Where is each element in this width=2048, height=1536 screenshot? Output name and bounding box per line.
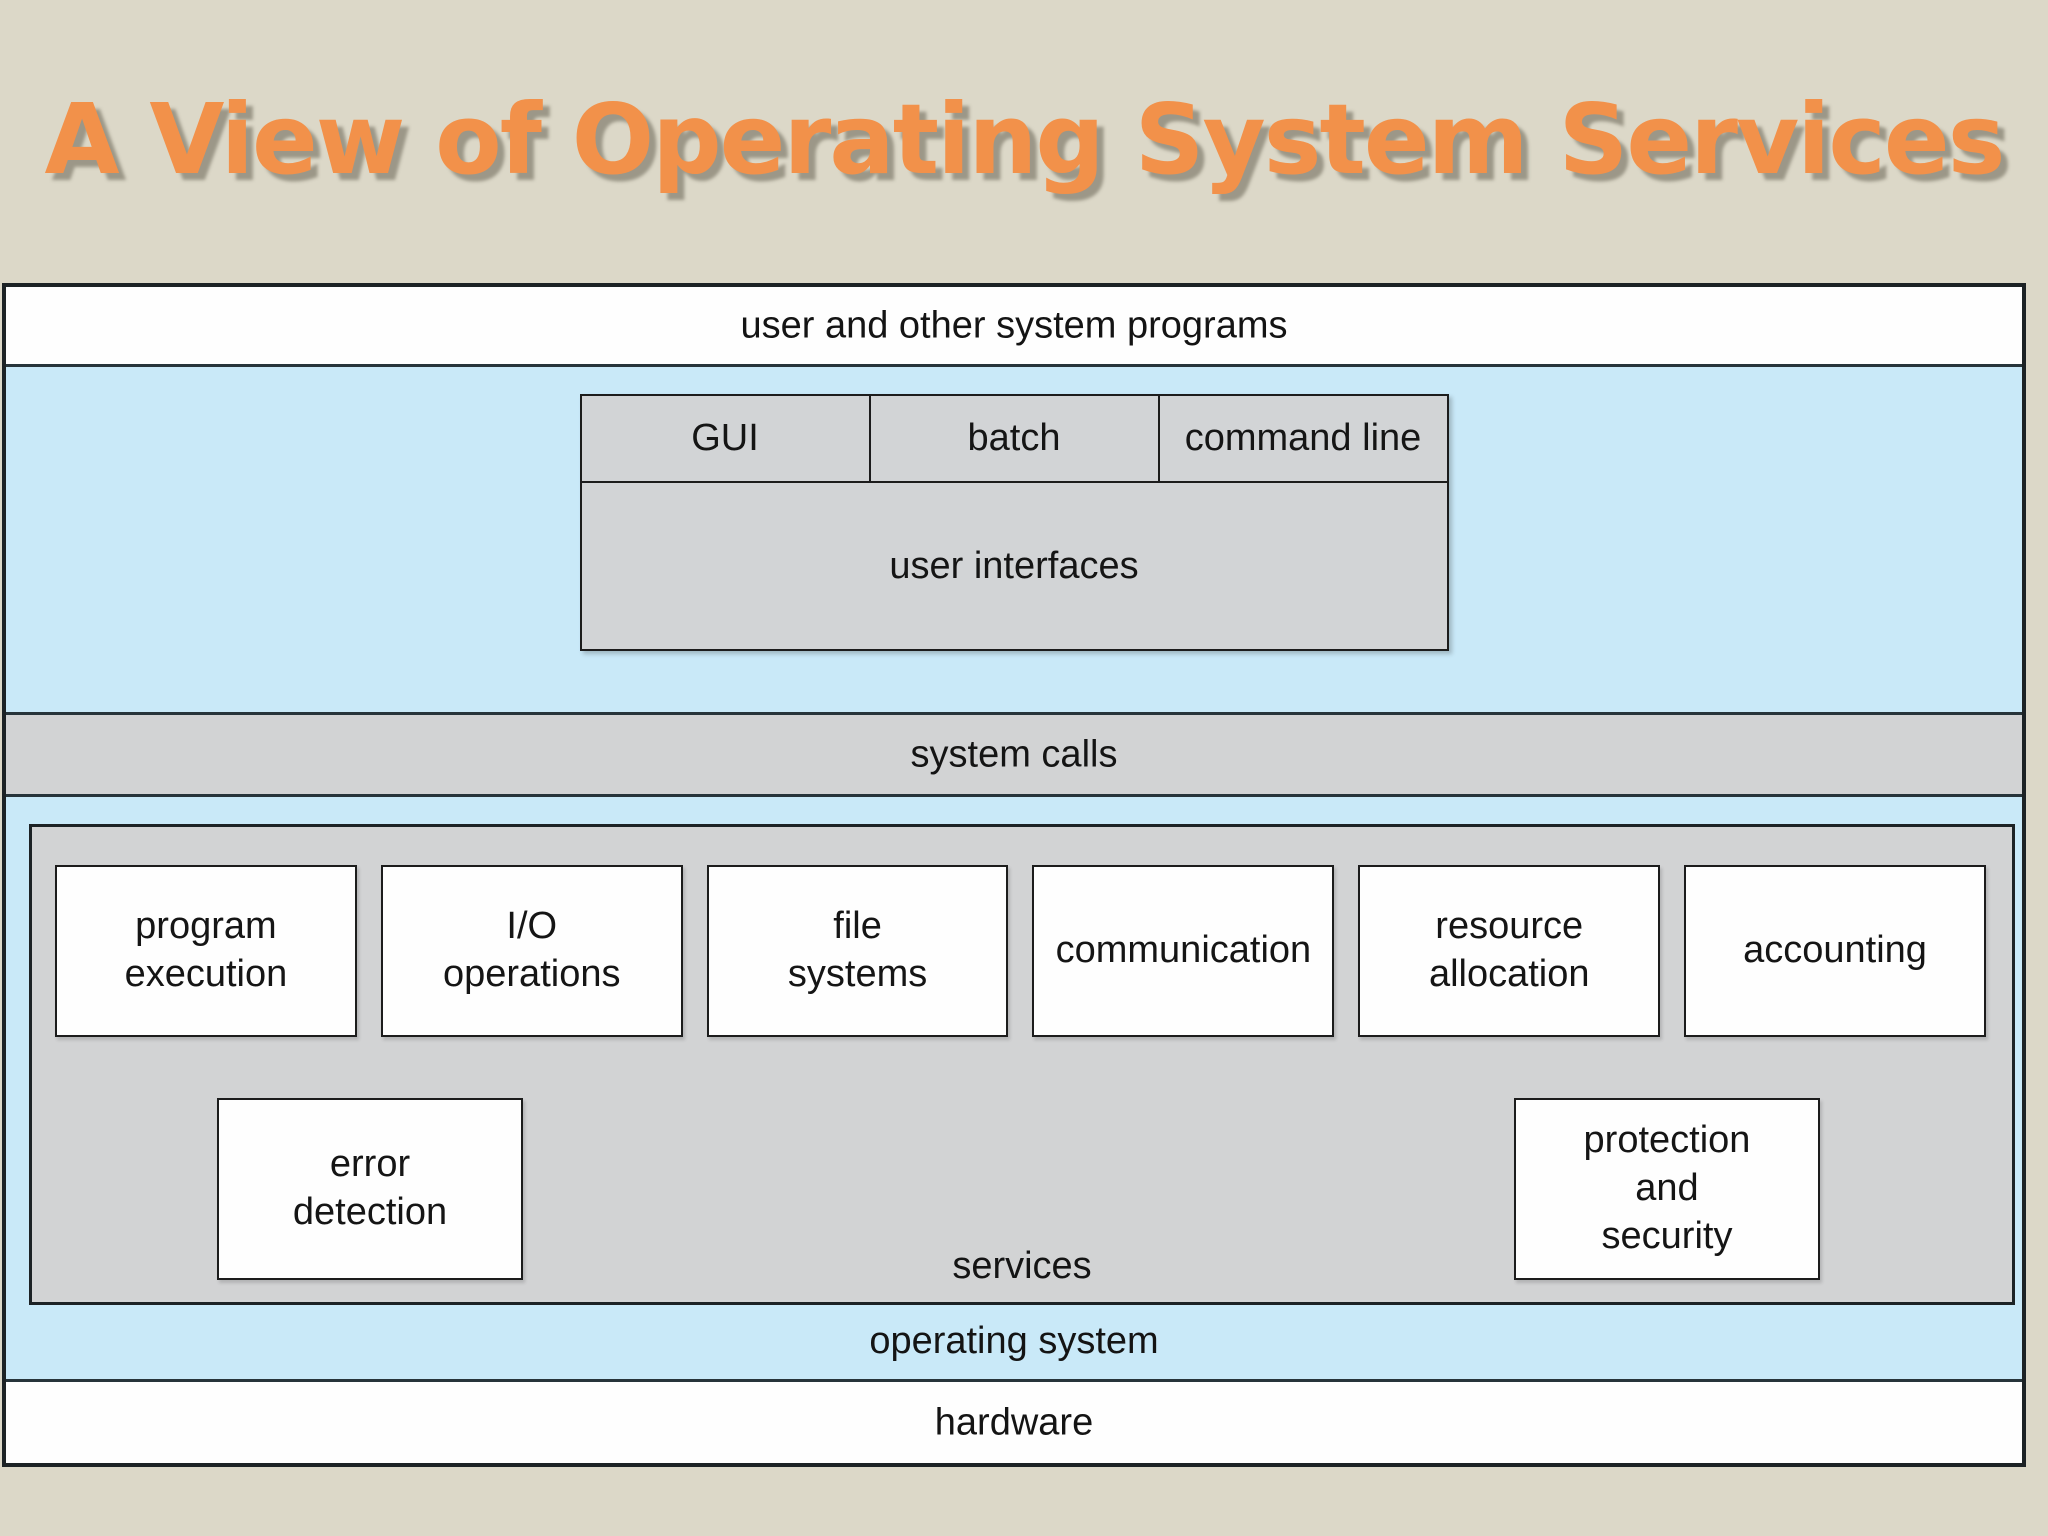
ui-cell-gui: GUI — [582, 396, 871, 481]
service-box-io-operations: I/O operations — [380, 865, 683, 1037]
layer-user-programs: user and other system programs — [6, 287, 2022, 367]
service-box-file-systems: file systems — [706, 865, 1009, 1037]
layer-hardware: hardware — [6, 1382, 2022, 1463]
service-box-protection-security: protection and security — [1514, 1098, 1820, 1280]
user-interfaces-box: GUI batch command line user interfaces — [579, 394, 1449, 651]
layer-operating-system: program execution I/O operations file sy… — [6, 797, 2022, 1382]
ui-cell-batch: batch — [871, 396, 1160, 481]
services-container: program execution I/O operations file sy… — [29, 824, 2015, 1305]
system-calls-label: system calls — [910, 732, 1118, 775]
services-label: services — [952, 1245, 1092, 1287]
slide-title: A View of Operating System Services — [44, 82, 2006, 196]
service-box-program-execution: program execution — [55, 865, 357, 1037]
hardware-label: hardware — [934, 1400, 1094, 1443]
layer-system-calls: system calls — [6, 715, 2022, 797]
user-interfaces-label: user interfaces — [889, 544, 1139, 587]
user-programs-label: user and other system programs — [740, 303, 1288, 346]
service-box-error-detection: error detection — [217, 1098, 523, 1280]
ui-cell-command-line: command line — [1184, 417, 1422, 459]
operating-system-label: operating system — [869, 1320, 1159, 1362]
service-box-accounting: accounting — [1684, 865, 1986, 1037]
os-services-diagram: user and other system programs GUI batch… — [2, 283, 2026, 1467]
service-box-communication: communication — [1032, 865, 1335, 1037]
layer-user-interfaces: GUI batch command line user interfaces — [6, 394, 2022, 715]
services-row-1: program execution I/O operations file sy… — [55, 865, 1986, 1037]
service-box-resource-allocation: resource allocation — [1358, 865, 1661, 1037]
ui-types-row: GUI batch command line — [581, 396, 1447, 483]
